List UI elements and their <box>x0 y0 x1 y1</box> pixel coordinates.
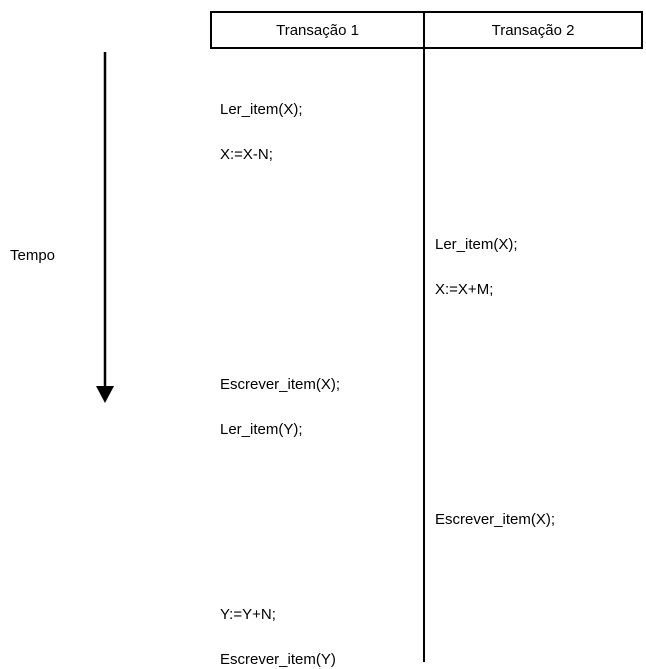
operation-line: Escrever_item(X); <box>220 376 341 393</box>
operation-line: Ler_item(X); <box>220 101 303 118</box>
transaction-2-column: Ler_item(X); X:=X+M; Escrever_item(X); <box>425 49 643 662</box>
table-header-transacao-1: Transação 1 <box>212 13 426 47</box>
column-divider <box>423 49 425 662</box>
operation-line: Ler_item(X); <box>435 236 518 253</box>
time-axis: Tempo <box>0 0 210 662</box>
table-body: Ler_item(X); X:=X-N; Escrever_item(X); L… <box>210 49 643 668</box>
operation-line: Escrever_item(X); <box>435 511 556 528</box>
table-header-transacao-2: Transação 2 <box>491 21 575 39</box>
operation-line: X:=X-N; <box>220 146 273 163</box>
operation-line: X:=X+M; <box>435 281 494 298</box>
operation-line: Y:=Y+N; <box>220 606 276 623</box>
schedule-table: Transação 1 Transação 2 Ler_item(X); X:=… <box>210 11 643 668</box>
operation-line: Escrever_item(Y) <box>220 651 336 668</box>
transaction-1-column: Ler_item(X); X:=X-N; Escrever_item(X); L… <box>210 49 423 668</box>
time-axis-label: Tempo <box>10 247 56 264</box>
table-header-row: Transação 1 Transação 2 <box>210 11 643 49</box>
operation-line: Ler_item(Y); <box>220 421 303 438</box>
down-arrow-icon <box>96 52 114 403</box>
